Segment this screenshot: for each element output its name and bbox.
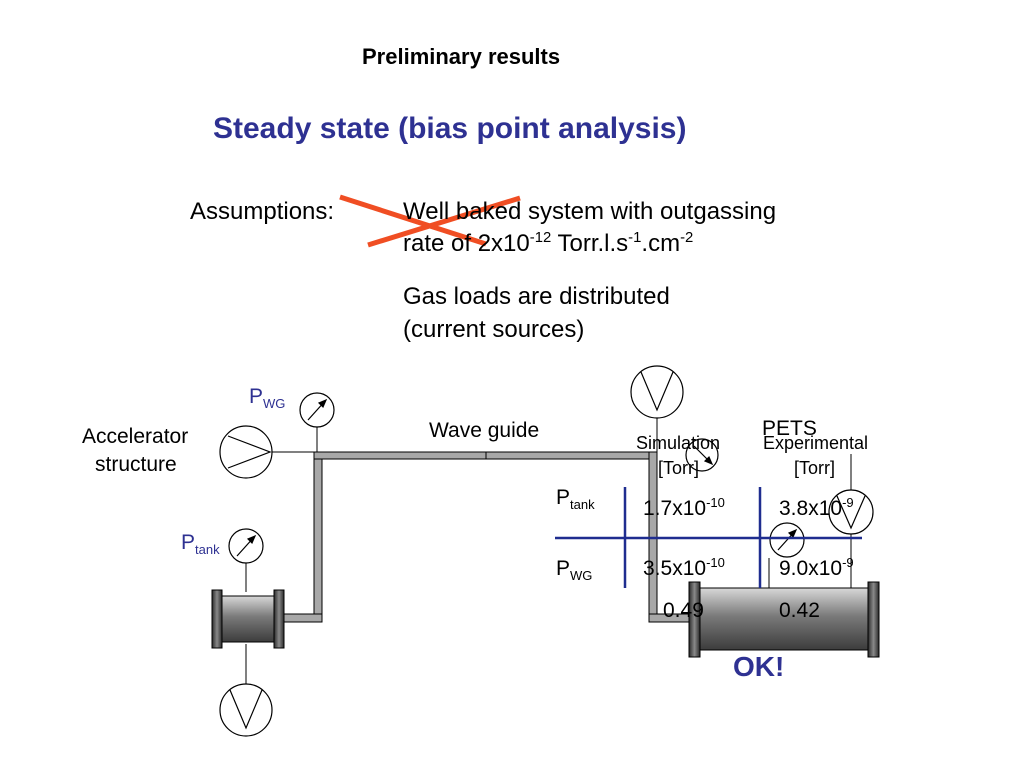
pump-icon <box>828 489 874 535</box>
wave-guide-label: Wave guide <box>429 419 540 442</box>
pets-tank <box>688 581 880 658</box>
pwg-gauge-label: PWG <box>249 385 286 412</box>
accelerator-label-line2: structure <box>95 453 177 476</box>
assumption-crossed-line2: rate of 2x10-12 Torr.l.s-1.cm-2 <box>403 230 694 257</box>
verdict-ok: OK! <box>733 651 785 682</box>
accelerator-tank <box>211 589 285 649</box>
gauge-icon <box>685 438 719 472</box>
col-header-simulation: Simulation <box>636 433 721 453</box>
cell-ptank-experimental: 3.8x10-9 <box>779 495 854 520</box>
pump-icon <box>219 683 273 737</box>
row-label-pwg: PWG <box>556 557 593 584</box>
pump-icon <box>630 365 684 419</box>
gauge-icon <box>299 392 335 428</box>
col-header-simulation-unit: [Torr] <box>658 458 700 478</box>
col-header-experimental: Experimental <box>763 433 869 453</box>
results-table-grid <box>555 487 862 588</box>
cell-pwg-experimental: 9.0x10-9 <box>779 555 854 580</box>
col-header-experimental-unit: [Torr] <box>794 458 836 478</box>
gauge-icon <box>228 528 264 564</box>
gauge-icon <box>769 522 805 558</box>
row-label-ptank: Ptank <box>556 486 595 513</box>
pump-icon <box>219 425 273 479</box>
slide-subtitle: Steady state (bias point analysis) <box>213 112 687 145</box>
cell-ratio-experimental: 0.42 <box>779 599 820 622</box>
strike-cross-icon <box>339 194 521 248</box>
cell-ratio-simulation: 0.49 <box>663 599 704 622</box>
slide-title: Preliminary results <box>362 44 561 69</box>
assumption-line3: Gas loads are distributed <box>403 283 670 310</box>
cell-pwg-simulation: 3.5x10-10 <box>643 555 725 580</box>
pets-label: PETS <box>762 417 817 440</box>
accelerator-label-line1: Accelerator <box>82 425 189 448</box>
assumptions-label: Assumptions: <box>190 198 335 225</box>
assumption-crossed-line1: Well baked system with outgassing <box>403 198 777 225</box>
assumption-line4: (current sources) <box>403 316 585 343</box>
ptank-gauge-label: Ptank <box>181 531 220 558</box>
cell-ptank-simulation: 1.7x10-10 <box>643 495 725 520</box>
